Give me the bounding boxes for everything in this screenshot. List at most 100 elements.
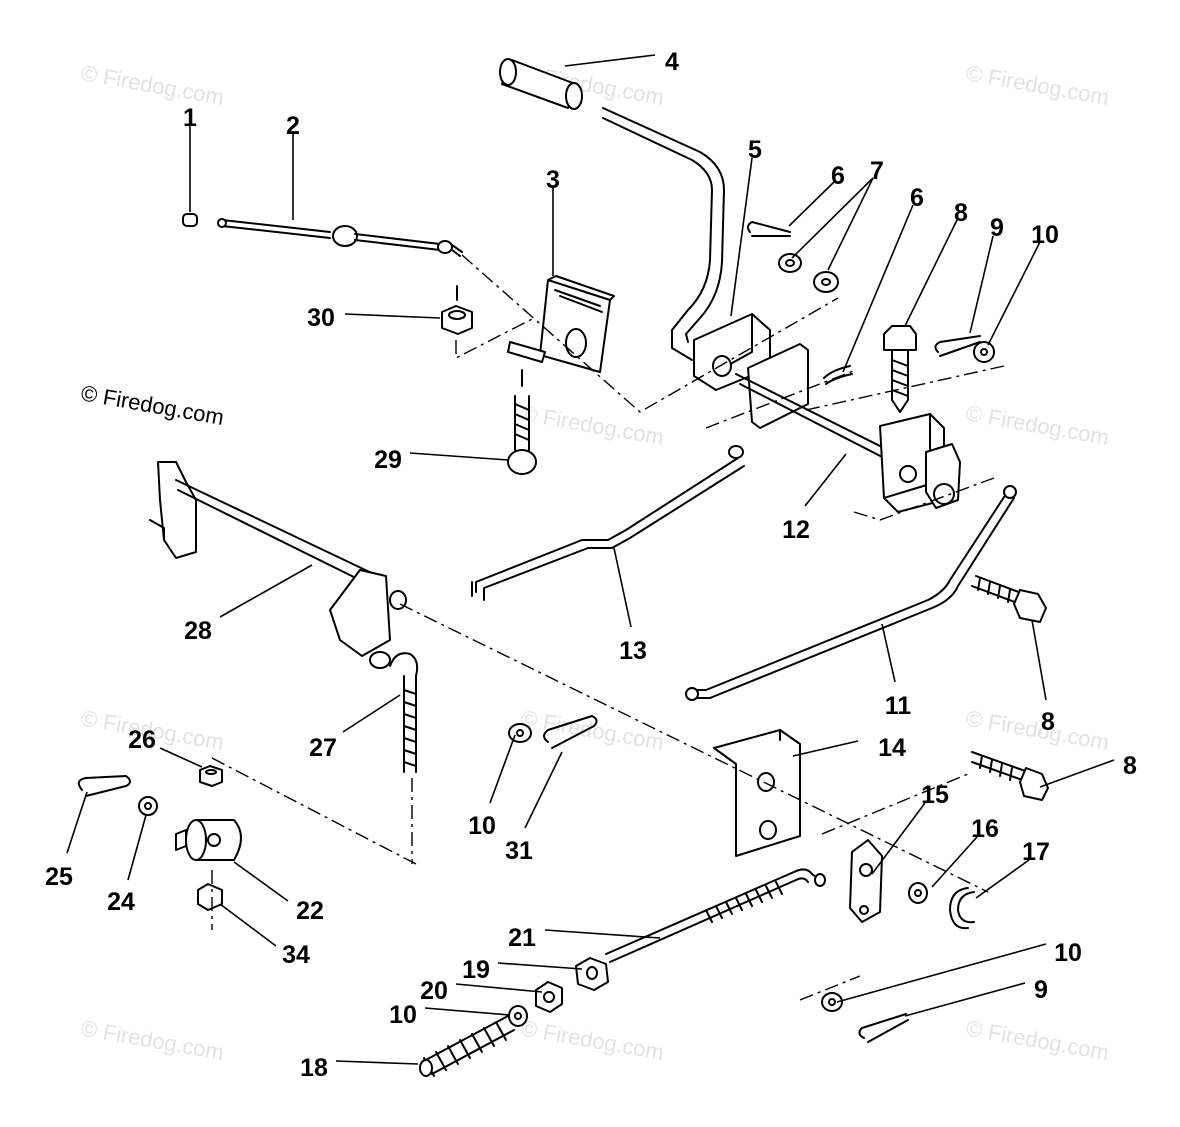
leader-line	[1031, 619, 1047, 701]
leader-line	[127, 814, 147, 881]
watermark-text: © Firedog.com	[964, 60, 1111, 110]
callout-number-c6b: 6	[910, 184, 924, 212]
callout-number-c29: 29	[374, 446, 402, 474]
callout-number-c28: 28	[184, 617, 212, 645]
callout-number-c20: 20	[420, 977, 448, 1005]
callout-number-c24: 24	[107, 888, 135, 916]
leader-line	[564, 54, 656, 67]
part-lower-stack	[419, 957, 609, 1077]
callout-number-c8c: 8	[1123, 752, 1137, 780]
callout-number-c10b: 10	[468, 812, 496, 840]
part-8-bolt-lower	[971, 751, 1049, 801]
part-8-bolt-upper	[883, 325, 917, 413]
callout-number-c25: 25	[45, 863, 73, 891]
watermark-text: © Firedog.com	[964, 400, 1111, 450]
leader-line	[424, 1007, 511, 1016]
watermark-text: © Firedog.com	[964, 1015, 1111, 1065]
callout-number-c16: 16	[971, 815, 999, 843]
leader-line	[489, 734, 516, 804]
leader-line	[987, 241, 1041, 346]
part-11-rod	[685, 485, 1017, 701]
callout-number-c10a: 10	[1031, 221, 1059, 249]
part-6-7-pin-washers	[746, 221, 839, 293]
leader-line	[219, 564, 313, 618]
leader-line	[969, 235, 994, 334]
callout-number-c10d: 10	[389, 1001, 417, 1029]
part-14-bracket	[713, 729, 801, 857]
callout-number-c14: 14	[878, 734, 906, 762]
callout-number-c30: 30	[307, 304, 335, 332]
callout-number-c7: 7	[870, 157, 884, 185]
callout-number-c10c: 10	[1054, 939, 1082, 967]
leader-line	[791, 177, 874, 259]
leader-line	[881, 623, 896, 683]
callout-number-c18: 18	[300, 1054, 328, 1082]
leader-line	[409, 452, 509, 461]
leader-line	[455, 983, 543, 993]
leader-line	[931, 836, 978, 888]
leader-line	[233, 861, 289, 902]
callout-number-c19: 19	[462, 956, 490, 984]
callout-number-c5: 5	[748, 136, 762, 164]
watermark-text: © Firedog.com	[964, 705, 1111, 755]
callout-number-c27: 27	[309, 734, 337, 762]
leader-line	[159, 747, 203, 768]
callout-number-c6: 6	[831, 162, 845, 190]
callout-number-c15: 15	[921, 781, 949, 809]
callout-number-c26: 26	[128, 726, 156, 754]
watermark-text-dark: © Firedog.com	[79, 380, 226, 430]
callout-number-c2: 2	[286, 112, 300, 140]
leader-line	[66, 791, 88, 854]
watermark-text: © Firedog.com	[519, 705, 666, 755]
part-left-hardware	[77, 765, 242, 911]
leader-line	[613, 547, 632, 628]
part-30-nut	[441, 285, 473, 335]
part-3-bracket	[507, 275, 615, 373]
leader-line	[975, 859, 1030, 899]
part-29-bolt	[507, 369, 537, 475]
part-27-eye-bolt	[389, 652, 419, 773]
part-9-10-upper	[934, 335, 995, 363]
watermark-text: © Firedog.com	[79, 60, 226, 110]
callout-number-c17: 17	[1022, 838, 1050, 866]
callout-number-c1: 1	[183, 104, 197, 132]
callout-number-c34: 34	[282, 941, 310, 969]
leader-line	[335, 1060, 419, 1065]
leader-line	[219, 903, 277, 947]
leader-line	[904, 982, 1026, 1017]
callout-number-c8b: 8	[1041, 708, 1055, 736]
watermark-text: © Firedog.com	[79, 1015, 226, 1065]
leader-line	[871, 802, 926, 875]
watermark-text: © Firedog.com	[519, 400, 666, 450]
part-drawings	[77, 58, 1049, 1077]
leader-line	[827, 177, 874, 271]
leader-line	[524, 751, 563, 829]
leader-line	[836, 943, 1047, 1003]
part-2-rod	[217, 218, 463, 257]
part-28-cross-shaft	[149, 461, 407, 669]
leader-line	[788, 181, 835, 227]
callout-number-c3: 3	[546, 166, 560, 194]
callout-number-c9b: 9	[1034, 976, 1048, 1004]
callout-number-c21: 21	[508, 924, 536, 952]
callout-number-c22: 22	[296, 897, 324, 925]
leader-line	[1039, 759, 1115, 788]
part-12-shaft-assembly	[735, 343, 961, 513]
leader-line	[730, 157, 753, 317]
leader-line	[344, 313, 441, 319]
alignment-lines	[211, 254, 1005, 1001]
leader-line	[904, 219, 958, 327]
leader-line	[544, 929, 661, 939]
leader-line	[792, 740, 859, 757]
callout-number-c4: 4	[665, 48, 679, 76]
leader-line	[842, 204, 914, 373]
leader-line	[497, 962, 583, 970]
watermark-text: © Firedog.com	[519, 1015, 666, 1065]
leader-line	[342, 694, 401, 733]
part-4-grip	[499, 58, 583, 110]
part-1-cap	[182, 213, 198, 227]
callout-number-c9a: 9	[990, 214, 1004, 242]
callout-number-c31: 31	[505, 837, 533, 865]
